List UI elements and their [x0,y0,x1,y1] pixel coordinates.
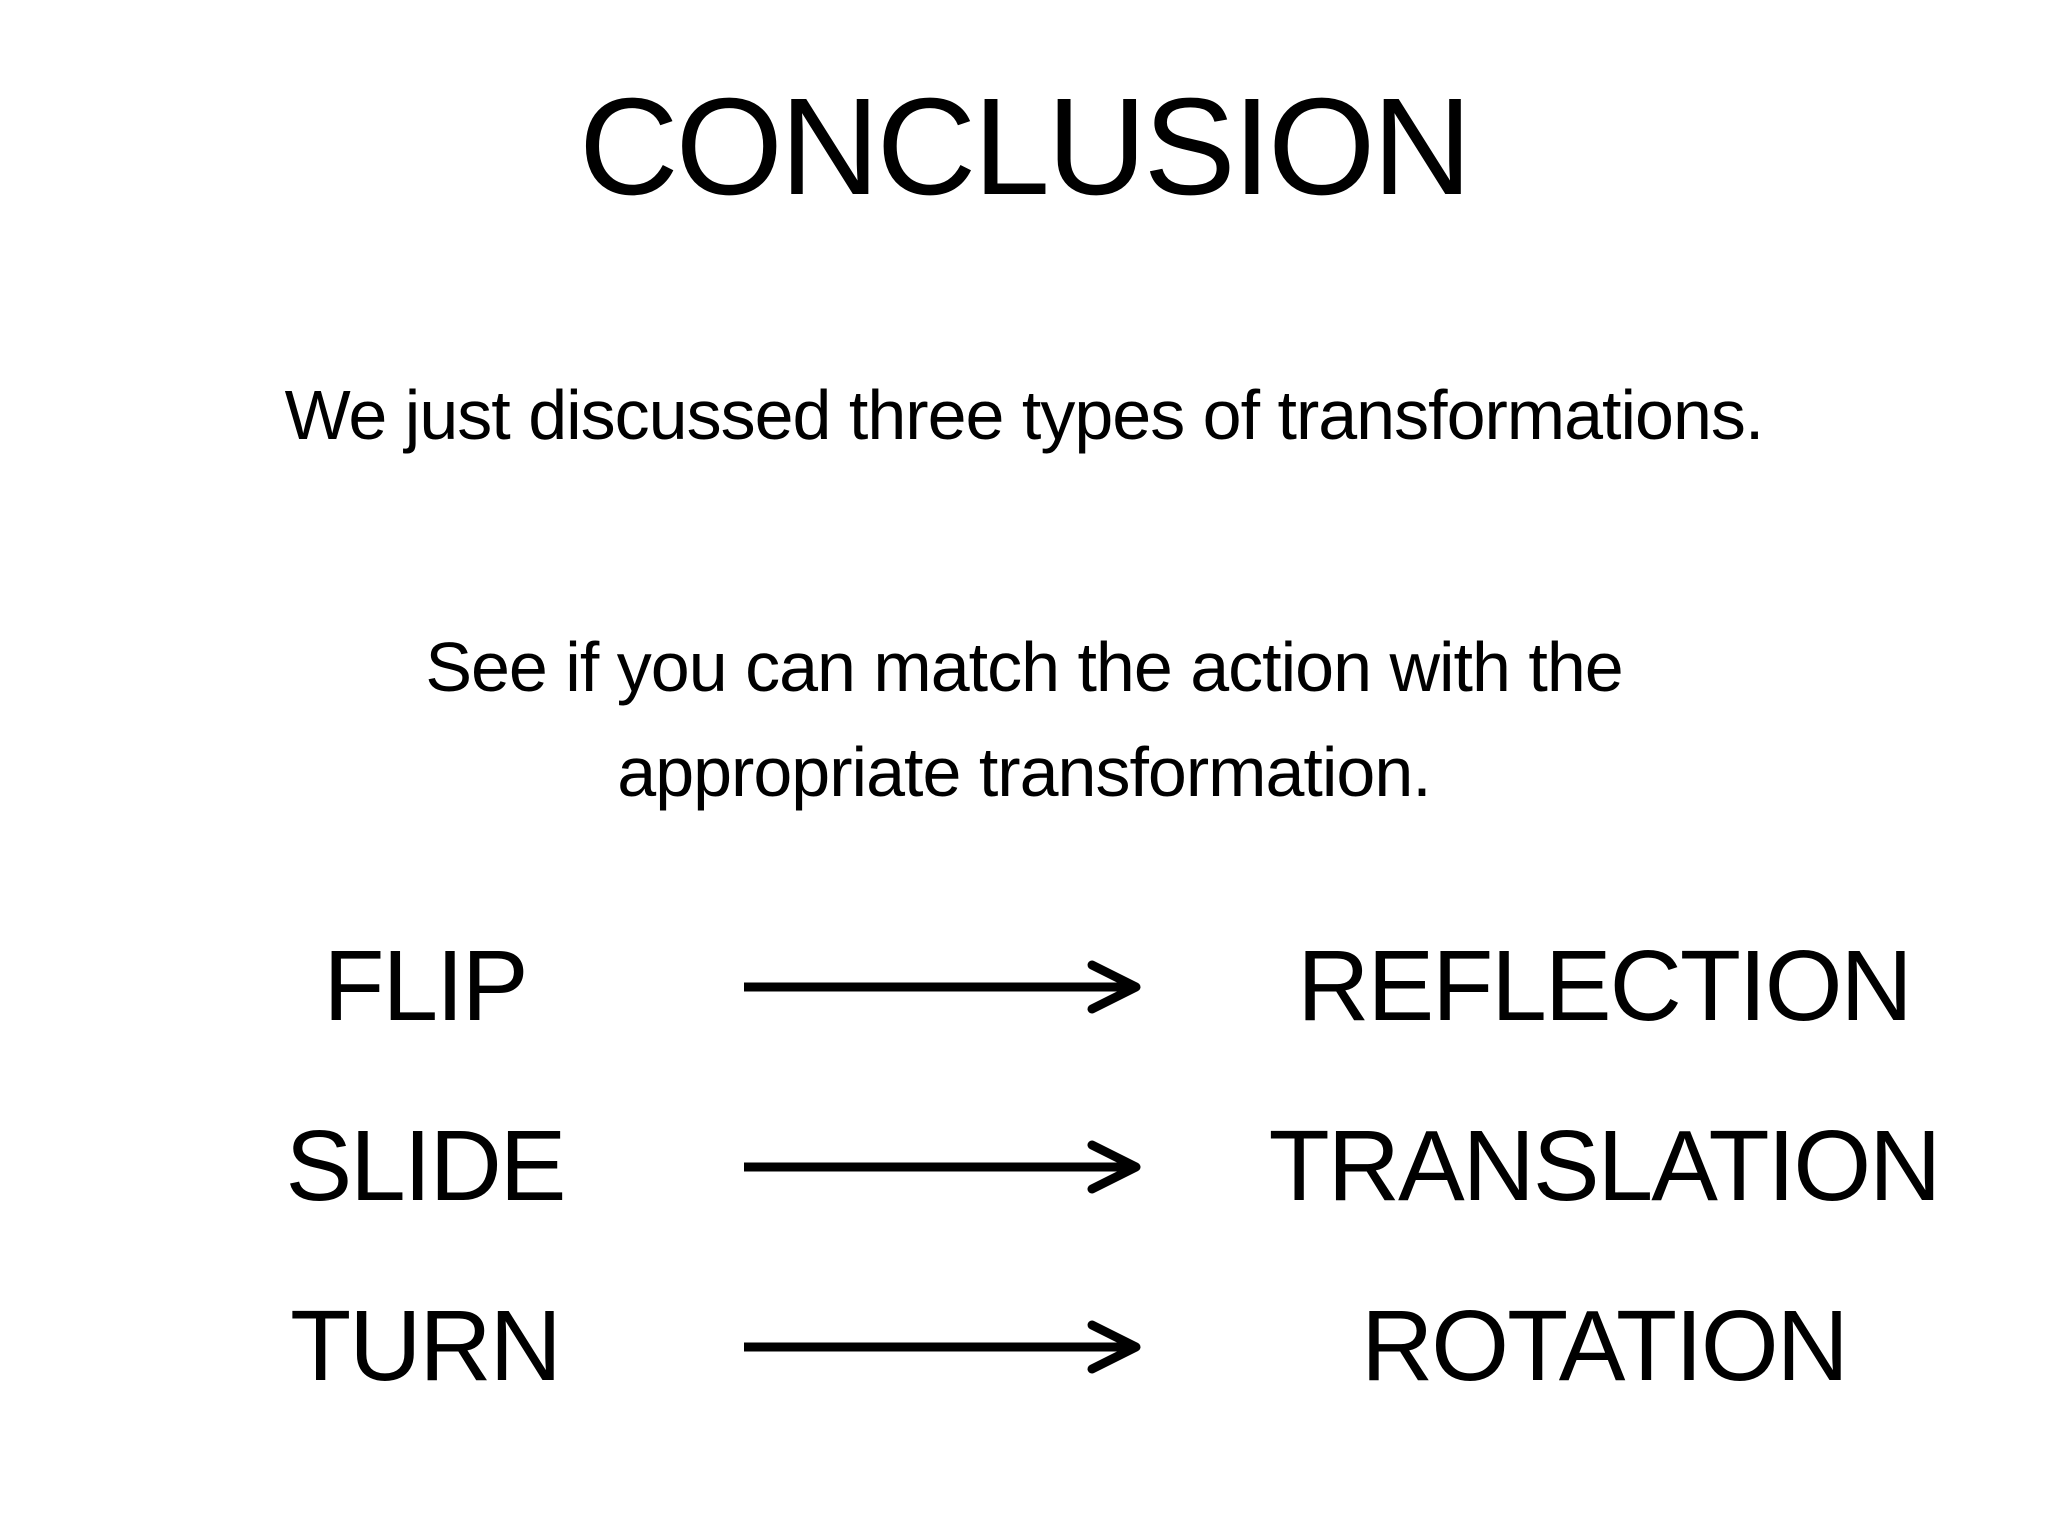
instruction-line-2: appropriate transformation. [617,732,1431,811]
action-label-turn: TURN [290,1290,562,1403]
transformation-label-rotation: ROTATION [1361,1290,1849,1403]
instruction-line-1: See if you can match the action with the [425,627,1623,706]
matching-exercise: FLIP REFLECTION SLIDE TRANSLATION TURN [0,897,2048,1437]
match-row-turn: TURN ROTATION [0,1257,2048,1437]
instruction-paragraph: See if you can match the action with the… [0,615,2048,825]
arrow-right-icon [740,1135,1160,1199]
transformation-label-reflection: REFLECTION [1297,930,1912,1043]
arrow-right-icon [740,1315,1160,1379]
action-label-slide: SLIDE [285,1110,566,1223]
match-row-flip: FLIP REFLECTION [0,897,2048,1077]
transformation-label-translation: TRANSLATION [1268,1110,1942,1223]
action-label-flip: FLIP [323,930,528,1043]
match-row-slide: SLIDE TRANSLATION [0,1077,2048,1257]
arrow-right-icon [740,955,1160,1019]
intro-paragraph: We just discussed three types of transfo… [284,375,1765,454]
slide-title: CONCLUSION [578,70,1472,224]
